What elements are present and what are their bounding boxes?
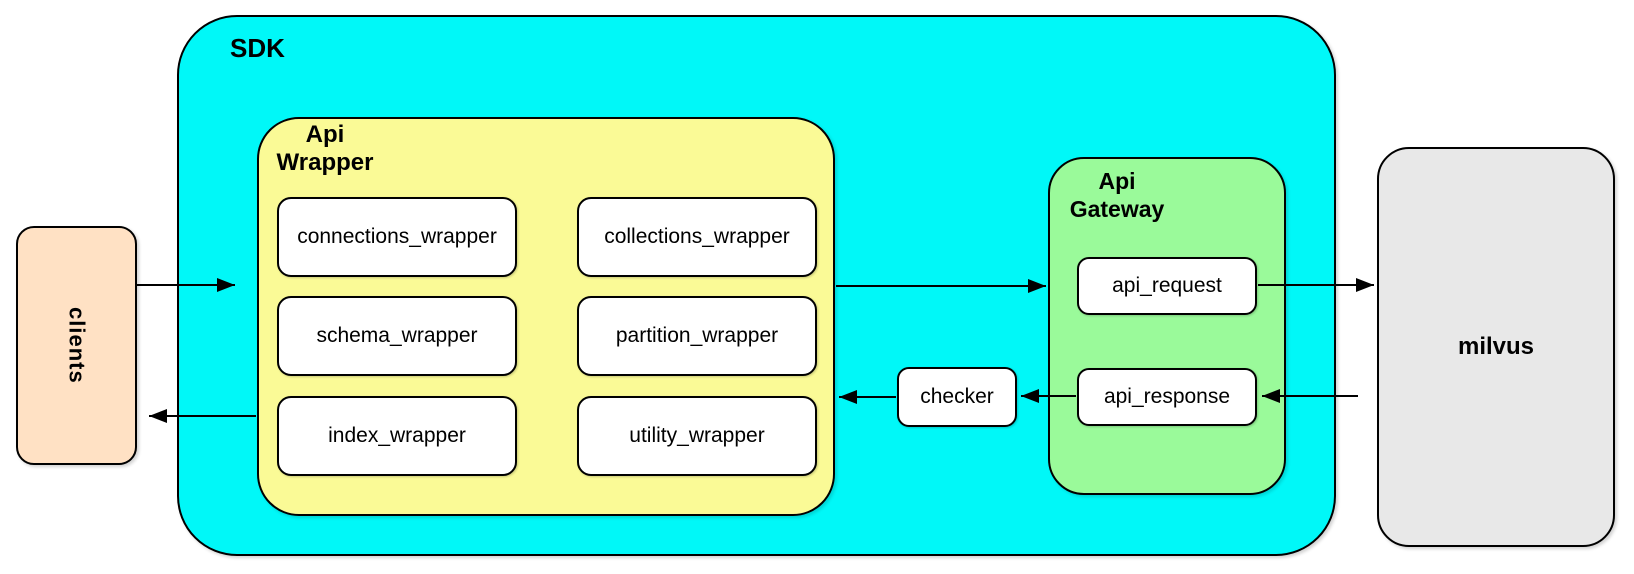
api-request-label: api_request [1112,274,1222,297]
connections-wrapper-label: connections_wrapper [297,225,497,248]
sdk-label: SDK [230,33,285,63]
collections-wrapper-label: collections_wrapper [604,225,790,248]
api-wrapper-label: Api Wrapper [276,121,374,176]
api-gateway-label: Api Gateway [1069,168,1165,222]
api-gateway-container [1048,157,1286,495]
node-milvus: milvus [1377,147,1615,547]
node-utility-wrapper: utility_wrapper [577,396,817,476]
node-partition-wrapper: partition_wrapper [577,296,817,376]
node-clients: clients [16,226,137,465]
node-schema-wrapper: schema_wrapper [277,296,517,376]
milvus-label: milvus [1457,333,1535,360]
schema-wrapper-label: schema_wrapper [316,324,478,347]
checker-label: checker [920,385,994,408]
node-collections-wrapper: collections_wrapper [577,197,817,277]
partition-wrapper-label: partition_wrapper [615,324,779,347]
node-checker: checker [897,367,1017,427]
index-wrapper-label: index_wrapper [328,424,466,447]
node-connections-wrapper: connections_wrapper [277,197,517,277]
node-api-response: api_response [1077,368,1257,426]
clients-label: clients [64,307,90,384]
utility-wrapper-label: utility_wrapper [629,424,765,447]
node-api-request: api_request [1077,257,1257,315]
api-response-label: api_response [1103,385,1231,408]
node-index-wrapper: index_wrapper [277,396,517,476]
